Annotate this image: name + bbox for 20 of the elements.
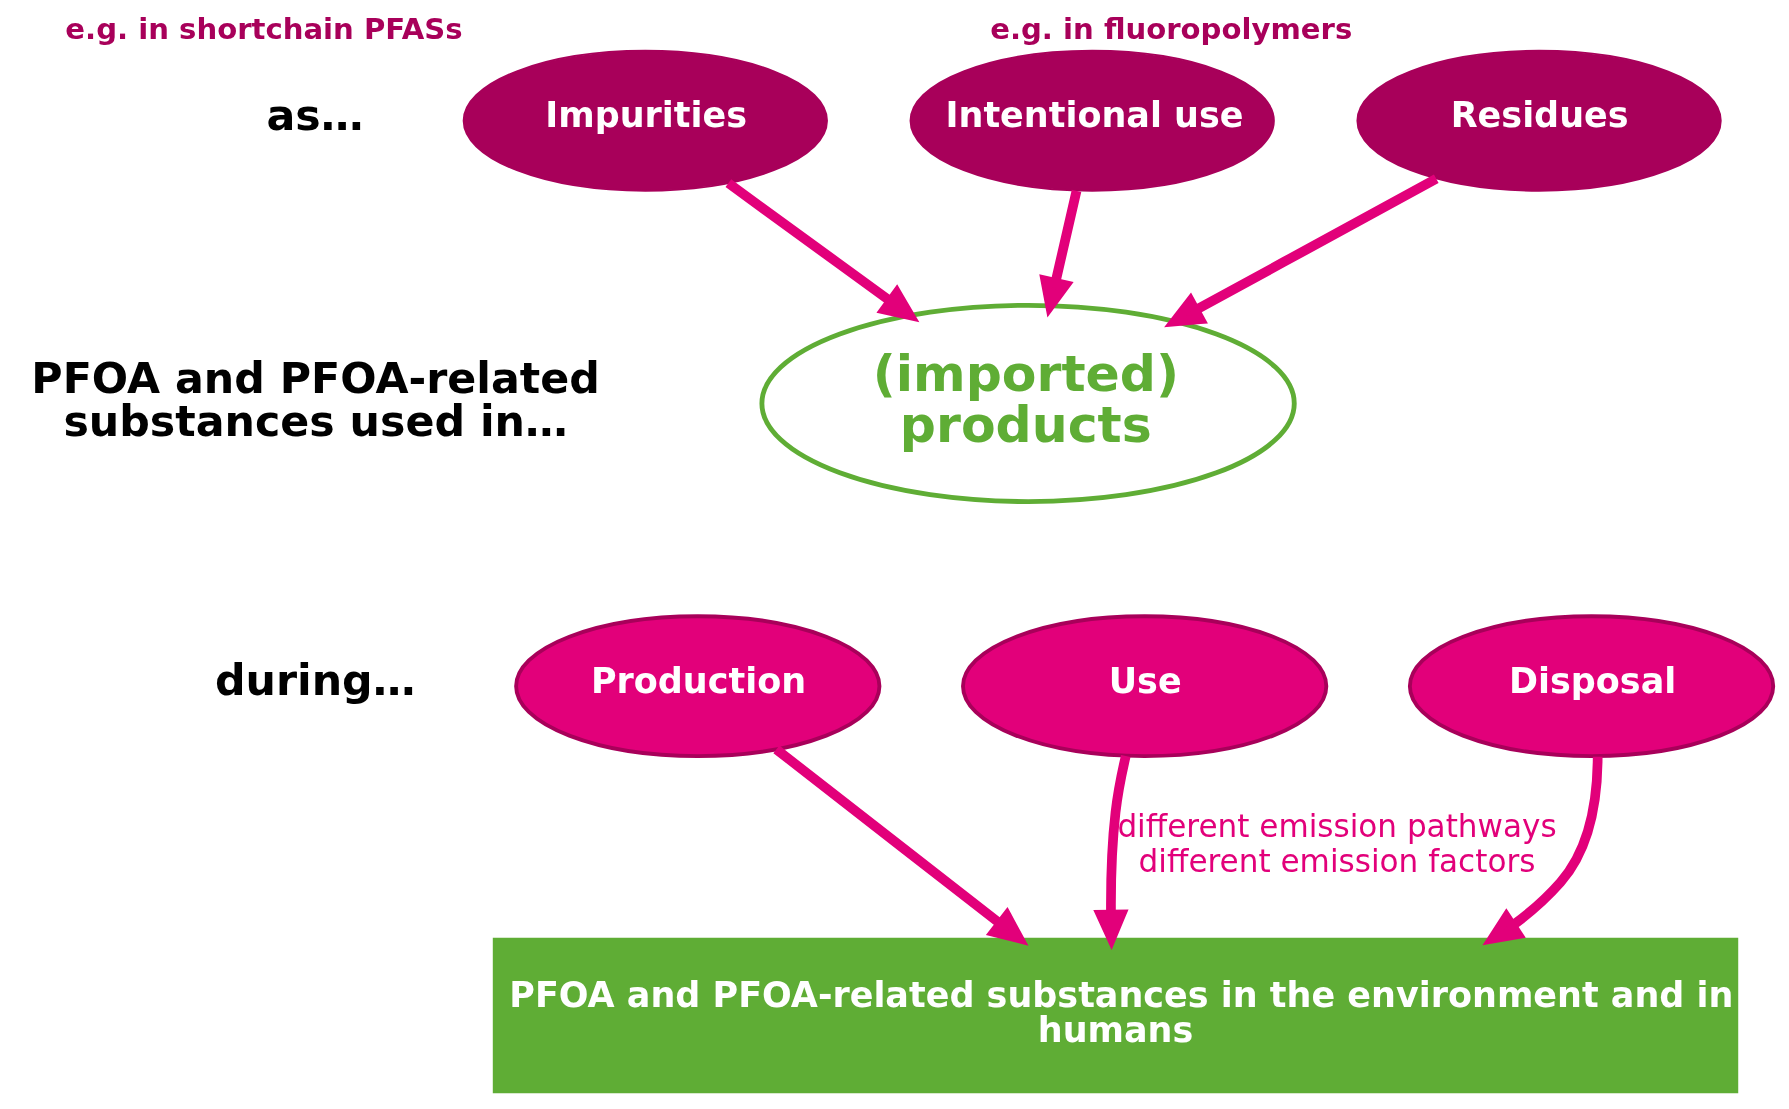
arrow: [773, 745, 1029, 946]
arrow: [1093, 754, 1131, 950]
edge-label: different emission pathways different emission factors: [1117, 807, 1557, 879]
node-ellipse: (imported) products: [759, 302, 1297, 504]
arrow: [725, 178, 920, 322]
node-label: e.g. in fluoropolymers: [990, 11, 1353, 46]
label: as…: [266, 89, 364, 140]
arrow: [1482, 756, 1603, 945]
node-ellipse: Use: [961, 613, 1329, 758]
node-ellipse: Residues: [1356, 49, 1722, 192]
node-ellipse: Production: [514, 613, 882, 758]
node-box: PFOA and PFOA-related substances in the environment and in humans: [492, 937, 1739, 1093]
node-ellipse: Impurities: [462, 49, 828, 192]
arrow: [1164, 174, 1439, 327]
arrow: [1039, 189, 1082, 317]
node-ellipse: Intentional use: [909, 49, 1275, 192]
label: during…: [214, 654, 416, 705]
node-ellipse: Disposal: [1407, 613, 1776, 758]
label: PFOA and PFOA-related substances used in…: [31, 352, 600, 446]
node-label: e.g. in shortchain PFASs: [65, 11, 463, 46]
